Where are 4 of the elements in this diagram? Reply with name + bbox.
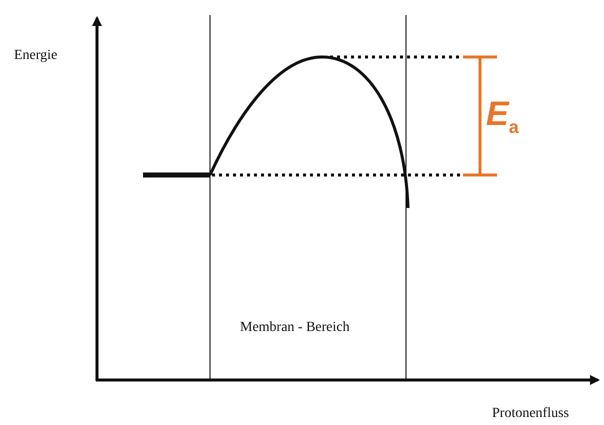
activation-energy-label: E$_{a}$ [486,95,519,138]
axis-label: Energie [14,48,58,64]
region-label: Membran - Bereich [240,320,350,336]
axis-label: Protonenfluss [492,406,569,422]
